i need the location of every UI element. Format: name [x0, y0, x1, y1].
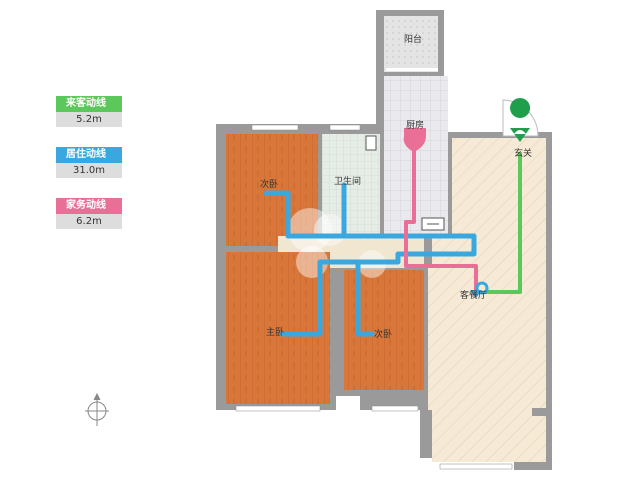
compass-icon	[85, 392, 109, 426]
legend-living-route-value: 31.0m	[56, 163, 122, 178]
living-route-end-ring	[475, 281, 489, 295]
entrance-marker-icon	[510, 98, 531, 118]
door-arc-bath	[314, 214, 346, 246]
room-label-master-bedroom: 主卧	[266, 326, 284, 338]
living-route	[263, 182, 477, 337]
master-bedroom-floor	[226, 252, 330, 404]
guest-route	[484, 152, 522, 294]
room-label-bedroom-top: 次卧	[260, 178, 278, 190]
legend-guest-route-value: 5.2m	[56, 112, 122, 127]
legend-living-route: 居住动线 31.0m	[56, 147, 122, 178]
bedroom-top-floor	[226, 134, 318, 246]
entrance-marker-head	[516, 120, 524, 128]
entrance-marker-body	[514, 130, 526, 134]
bedroom-bottom-window	[371, 405, 419, 412]
room-label-balcony: 阳台	[404, 33, 422, 45]
living-dining-floor	[428, 138, 546, 462]
master-bedroom-window	[235, 405, 321, 412]
bathroom-window	[329, 124, 361, 131]
housework-route	[404, 145, 478, 296]
legend-housework-route-value: 6.2m	[56, 214, 122, 229]
entrance-marker-tip	[510, 128, 530, 142]
balcony-floor	[384, 16, 438, 72]
door-arc-left	[288, 208, 332, 252]
room-label-living-dining: 客餐厅	[460, 289, 487, 301]
room-label-kitchen: 厨房	[406, 119, 424, 131]
kitchen-marker-icon	[403, 128, 426, 152]
legend-living-route-label: 居住动线	[56, 147, 122, 163]
living-room-window	[439, 463, 513, 470]
room-label-bedroom-bottom: 次卧	[374, 328, 392, 340]
room-label-entrance: 玄关	[514, 147, 532, 159]
legend-guest-route: 来客动线 5.2m	[56, 96, 122, 127]
bathroom-fixture	[365, 135, 377, 151]
legend-guest-route-label: 来客动线	[56, 96, 122, 112]
room-label-bathroom: 卫生间	[334, 175, 361, 187]
bedroom-top-window	[251, 124, 299, 131]
legend-housework-route-label: 家务动线	[56, 198, 122, 214]
balcony-window	[386, 68, 438, 71]
bathroom-floor	[322, 134, 380, 234]
legend-housework-route: 家务动线 6.2m	[56, 198, 122, 229]
